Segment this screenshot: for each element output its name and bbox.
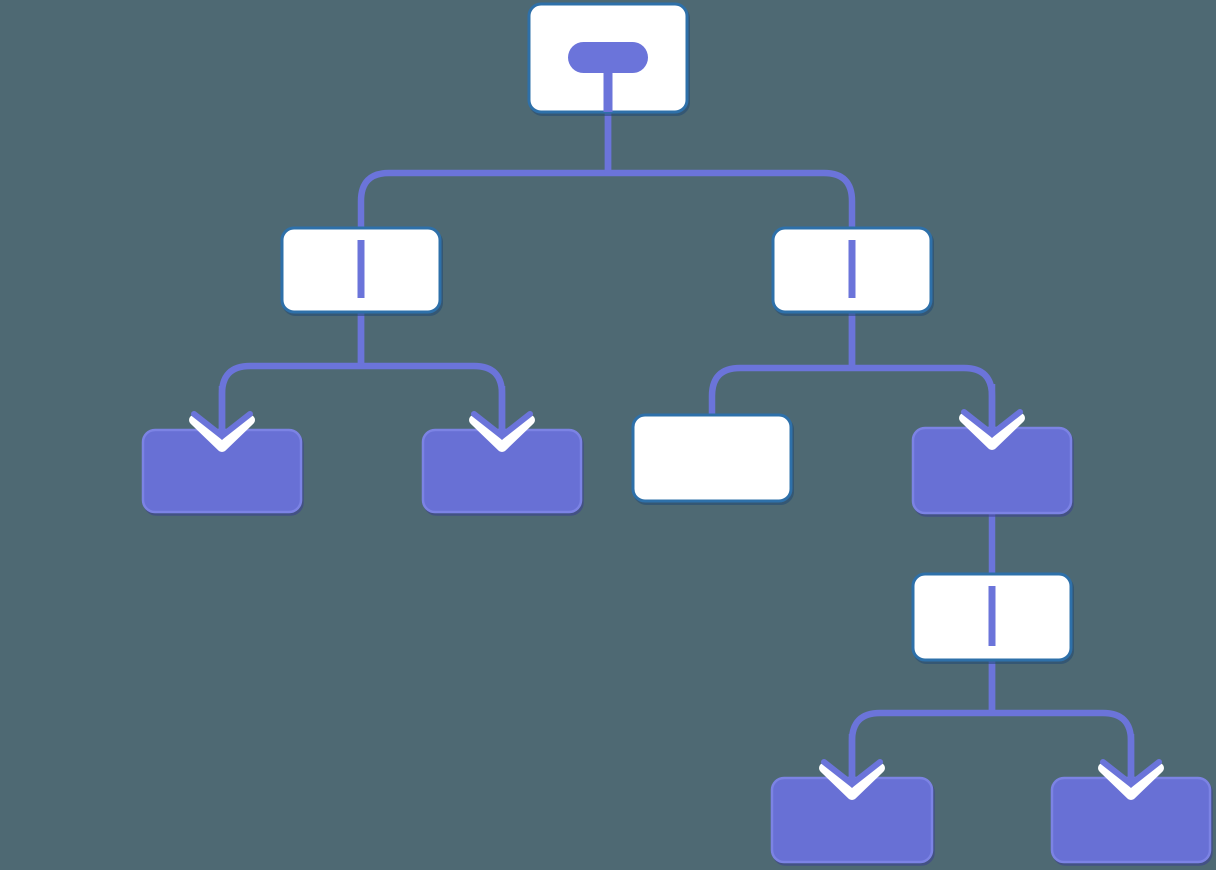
double-chevron-down-icon[interactable] (959, 384, 1025, 450)
topic-pill-icon (568, 42, 648, 73)
double-chevron-down-icon[interactable] (1098, 734, 1164, 800)
chevron-white-halo (959, 413, 1025, 450)
node-group-n7 (911, 572, 1073, 662)
node-group-n5 (631, 413, 793, 503)
node-group-root (527, 2, 689, 114)
double-chevron-down-icon[interactable] (469, 386, 535, 452)
node-n5-leaf[interactable] (631, 413, 793, 503)
edges-layer (218, 112, 1135, 782)
chevron-white-halo (819, 763, 885, 800)
nodes-layer (141, 2, 1212, 864)
double-chevron-down-icon[interactable] (189, 386, 255, 452)
edge-root-n2 (604, 112, 856, 228)
chevron-purple-arrowhead (821, 759, 883, 787)
chevron-purple-arrowhead (1100, 759, 1162, 787)
chevron-purple-arrowhead (471, 411, 533, 439)
chevron-white-halo (189, 415, 255, 452)
double-chevron-down-icon[interactable] (819, 734, 885, 800)
chevron-purple-arrowhead (191, 411, 253, 439)
collapse-indicators-layer (189, 384, 1164, 800)
chevron-white-halo (1098, 763, 1164, 800)
node-group-n2 (771, 226, 933, 314)
node-group-n1 (280, 226, 442, 314)
chevron-white-halo (469, 415, 535, 452)
chevron-purple-arrowhead (961, 409, 1023, 437)
